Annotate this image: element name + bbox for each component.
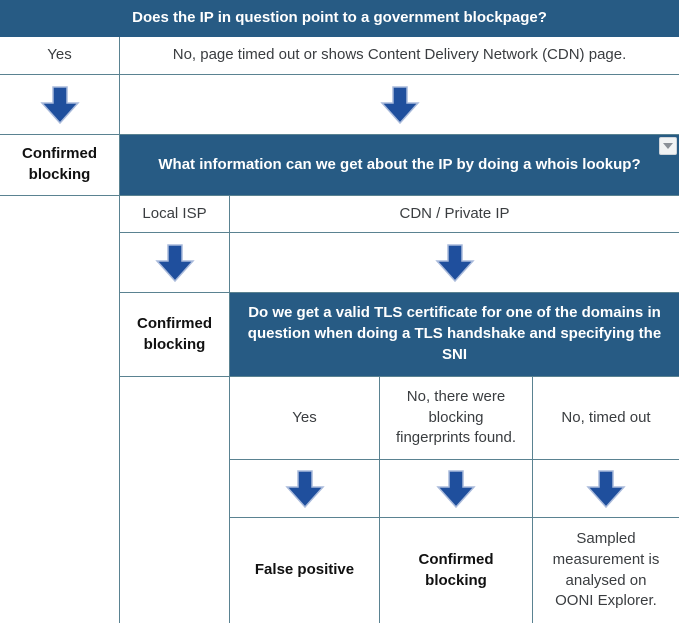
answer-yes-tls: Yes: [230, 377, 380, 460]
empty-cell-second-column: [120, 377, 230, 623]
outcome-confirmed-blocking-3: Confirmed blocking: [380, 518, 533, 623]
dropdown-icon[interactable]: [659, 137, 677, 155]
down-arrow-icon: [436, 469, 476, 508]
answer-local-isp: Local ISP: [120, 196, 230, 233]
down-arrow-icon: [586, 469, 626, 508]
dropdown-triangle: [663, 143, 673, 149]
down-arrow-icon: [434, 243, 475, 282]
arrow-cell-tls-yes-branch: [230, 460, 380, 518]
down-arrow-icon: [154, 243, 195, 282]
arrow-cell-yes-branch: [0, 75, 120, 135]
arrow-cell-no-branch: [120, 75, 679, 135]
arrow-cell-timed-out-branch: [533, 460, 679, 518]
arrow-cell-fingerprints-branch: [380, 460, 533, 518]
answer-no-timed-out-cdn: No, page timed out or shows Content Deli…: [120, 37, 679, 75]
answer-no-timed-out: No, timed out: [533, 377, 679, 460]
question-tls-certificate: Do we get a valid TLS certificate for on…: [230, 293, 679, 377]
answer-blocking-fingerprints: No, there were blocking fingerprints fou…: [380, 377, 533, 460]
question-whois-lookup: What information can we get about the IP…: [120, 135, 679, 196]
outcome-confirmed-blocking-2: Confirmed blocking: [120, 293, 230, 377]
outcome-confirmed-blocking-1: Confirmed blocking: [0, 135, 120, 196]
arrow-cell-local-isp-branch: [120, 233, 230, 293]
question-government-blockpage: Does the IP in question point to a gover…: [0, 0, 679, 37]
answer-cdn-private-ip: CDN / Private IP: [230, 196, 679, 233]
outcome-sampled-measurement: Sampled measurement is analysed on OONI …: [552, 530, 660, 610]
outcome-false-positive: False positive: [230, 518, 380, 623]
empty-cell-left-column: [0, 196, 120, 623]
down-arrow-icon: [379, 85, 420, 124]
question-whois-lookup-text: What information can we get about the IP…: [158, 155, 641, 173]
down-arrow-icon: [39, 85, 80, 124]
answer-yes-blockpage: Yes: [0, 37, 120, 75]
down-arrow-icon: [284, 469, 325, 508]
arrow-cell-cdn-branch: [230, 233, 679, 293]
